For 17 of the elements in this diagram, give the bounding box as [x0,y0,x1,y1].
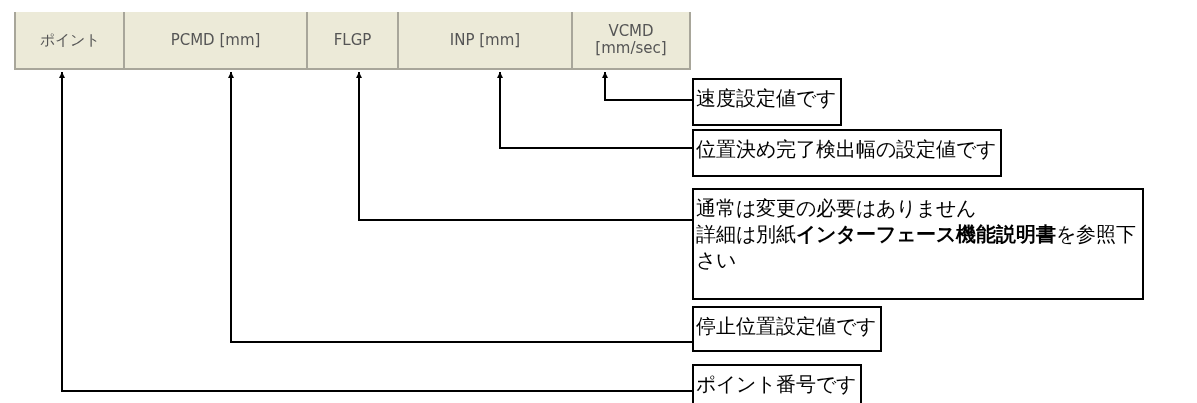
column-header: FLGP [306,12,397,70]
callout-box: ポイント番号です [692,364,862,403]
callout-text: 詳細は別紙インターフェース機能説明書を参照下さい [696,221,1137,273]
leader-arrow [497,71,693,149]
callout-box: 位置決め完了検出幅の設定値です [692,129,1002,177]
column-header: ポイント [14,12,123,70]
column-header: INP [mm] [397,12,571,70]
leader-arrow [228,71,693,343]
leader-arrow [59,71,693,392]
callout-box: 停止位置設定値です [692,306,882,352]
column-header: PCMD [mm] [123,12,306,70]
callout-box: 速度設定値です [692,78,842,126]
callout-box [692,188,1144,300]
leader-arrow [356,71,693,221]
column-header: VCMD [mm/sec] [571,12,691,70]
callout-text: 通常は変更の必要はありません [696,195,977,221]
leader-arrow [602,71,693,101]
